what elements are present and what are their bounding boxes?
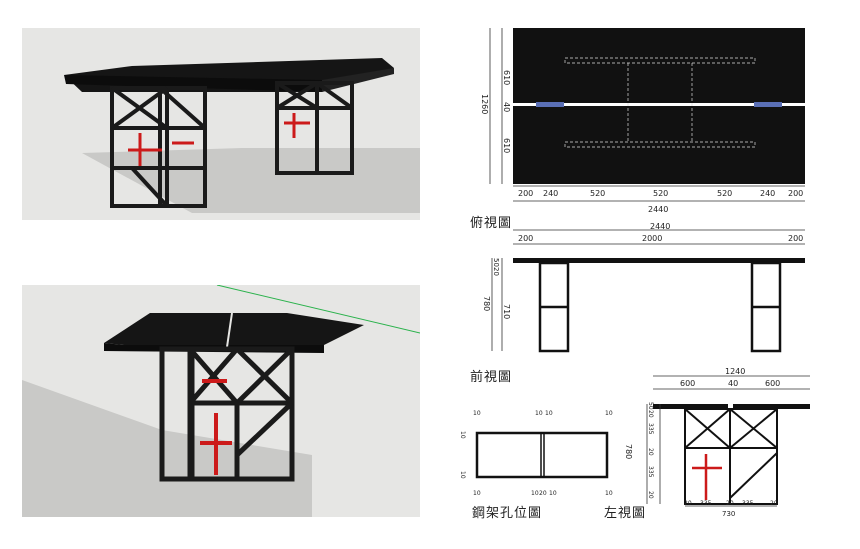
steel-hole-caption: 鋼架孔位圖 bbox=[472, 506, 543, 521]
left-top-dim-3: 600 bbox=[765, 379, 780, 388]
hole-side-2: 10 bbox=[459, 471, 466, 479]
front-top-dim-3: 200 bbox=[788, 234, 803, 243]
top-overall-height: 1260 bbox=[480, 94, 489, 114]
front-top-dim-2: 2000 bbox=[642, 234, 662, 243]
hole-corner-1: 10 bbox=[473, 410, 481, 417]
hole-bottom-mid-3: 10 bbox=[549, 490, 557, 497]
top-overall-width: 2440 bbox=[648, 205, 668, 214]
left-side-dim-5: 335 bbox=[647, 466, 654, 478]
front-top-dim-1: 200 bbox=[518, 234, 533, 243]
front-view-drawing: 2440 200 2000 200 50 20 780 710 bbox=[470, 220, 820, 360]
left-bottom-dim-1: 20 bbox=[684, 500, 692, 507]
top-bottom-dim-7: 200 bbox=[788, 189, 803, 198]
left-top-dim-2: 40 bbox=[728, 379, 738, 388]
front-left-small-2: 20 bbox=[492, 267, 500, 276]
left-side-dim-2: 20 bbox=[647, 410, 654, 418]
hole-bottom-mid-2: 20 bbox=[539, 490, 547, 497]
left-overall-bottom: 730 bbox=[722, 510, 735, 518]
hole-bottom-mid-1: 10 bbox=[531, 490, 539, 497]
front-overall-width: 2440 bbox=[650, 222, 670, 231]
hole-top-mid-1: 10 bbox=[535, 410, 543, 417]
table-render-2 bbox=[22, 284, 421, 517]
render-view-2 bbox=[22, 284, 421, 517]
top-bottom-dim-1: 200 bbox=[518, 189, 533, 198]
render-view-1 bbox=[22, 28, 420, 220]
top-bottom-dim-5: 520 bbox=[717, 189, 732, 198]
left-bottom-dim-2: 335 bbox=[700, 500, 712, 507]
left-bottom-dim-3: 20 bbox=[726, 500, 734, 507]
left-side-dim-4: 20 bbox=[647, 448, 654, 456]
front-left-small-1: 50 bbox=[492, 258, 500, 267]
top-left-dim-1: 610 bbox=[502, 70, 511, 85]
top-left-dim-2: 40 bbox=[502, 102, 511, 112]
left-top-dim-1: 600 bbox=[680, 379, 695, 388]
top-view-caption: 俯視圖 bbox=[470, 216, 513, 231]
hole-side-1: 10 bbox=[459, 431, 466, 439]
left-side-dim-3: 335 bbox=[647, 423, 654, 435]
top-bottom-dim-6: 240 bbox=[760, 189, 775, 198]
left-view-drawing: 1240 600 40 600 50 20 335 20 335 20 780 bbox=[620, 367, 820, 518]
top-bottom-dim-4: 520 bbox=[653, 189, 668, 198]
left-side-dim-1: 50 bbox=[647, 402, 654, 410]
hole-top-mid-2: 10 bbox=[545, 410, 553, 417]
left-side-dim-6: 20 bbox=[647, 491, 654, 499]
hole-corner-4: 10 bbox=[605, 490, 613, 497]
left-overall-height: 780 bbox=[624, 444, 633, 459]
table-render-1 bbox=[64, 58, 420, 213]
hole-corner-2: 10 bbox=[605, 410, 613, 417]
left-overall-width: 1240 bbox=[725, 368, 745, 376]
top-left-dim-3: 610 bbox=[502, 138, 511, 153]
front-height-outer: 780 bbox=[482, 296, 491, 311]
top-bottom-dim-3: 520 bbox=[590, 189, 605, 198]
left-view-caption: 左視圖 bbox=[604, 506, 647, 521]
top-bottom-dim-2: 240 bbox=[543, 189, 558, 198]
left-bottom-dim-4: 335 bbox=[742, 500, 754, 507]
left-bottom-dim-5: 20 bbox=[770, 500, 778, 507]
top-view-drawing: 610 40 610 1260 200 240 520 520 520 240 … bbox=[470, 20, 820, 220]
front-view-caption: 前視圖 bbox=[470, 370, 513, 385]
hole-corner-3: 10 bbox=[473, 490, 481, 497]
steel-hole-drawing: 10 10 10 10 10 10 10 20 10 10 10 bbox=[455, 405, 625, 500]
front-height-inner: 710 bbox=[502, 304, 511, 319]
